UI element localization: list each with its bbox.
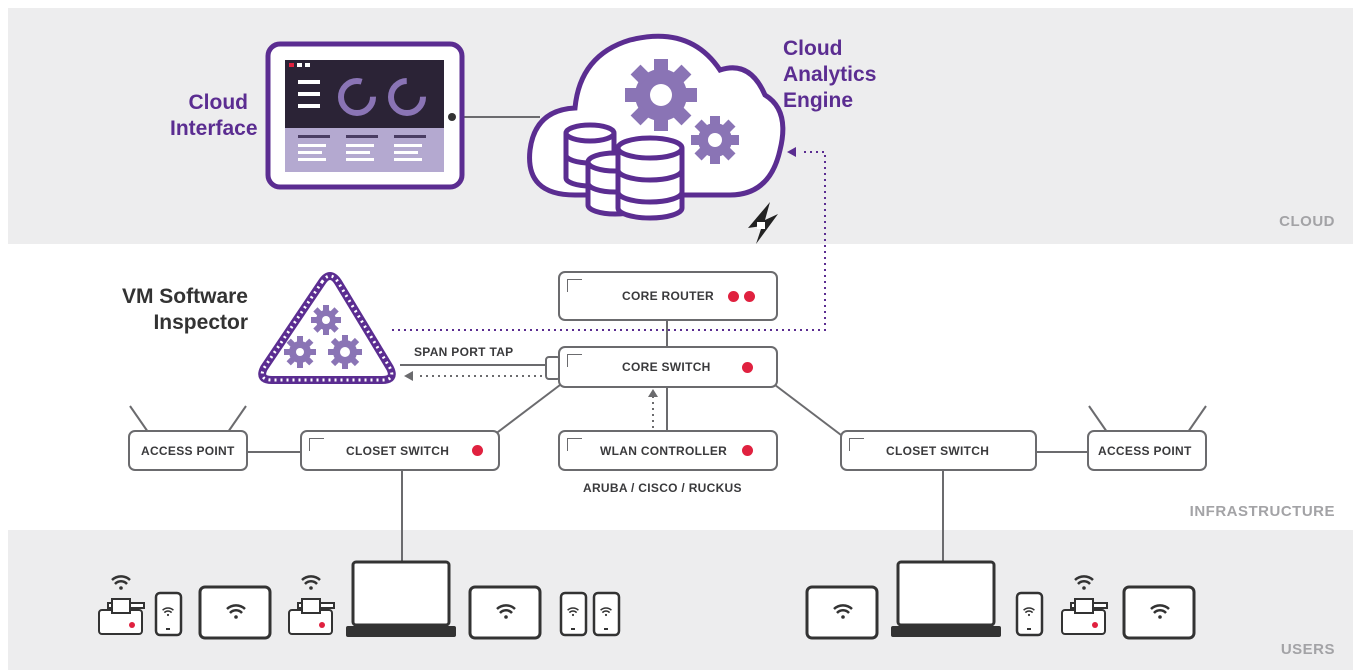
tablet-icon <box>265 41 465 190</box>
wlan-vendors-label: ARUBA / CISCO / RUCKUS <box>583 481 742 495</box>
phone-icon <box>559 591 588 637</box>
closet-switch-left-label: CLOSET SWITCH <box>346 443 450 458</box>
tablet-icon <box>198 585 272 640</box>
core-switch-box[interactable]: CORE SWITCH <box>558 346 778 388</box>
core-switch-label: CORE SWITCH <box>622 360 711 374</box>
laptop-icon <box>891 560 1001 637</box>
database-icon <box>563 122 685 221</box>
inspector-triangle-icon <box>258 272 396 384</box>
cloud-interface-title: Cloud Interface <box>170 90 258 142</box>
closet-switch-left-box[interactable]: CLOSET SWITCH <box>300 430 500 471</box>
cloud-analytics-title-line1: Cloud <box>783 37 843 60</box>
phone-icon <box>592 591 621 637</box>
cloud-interface-title-line1: Cloud <box>188 91 248 114</box>
status-dot <box>472 445 483 456</box>
inspector-cloud-dotted <box>392 151 826 331</box>
closet-switch-right-label: CLOSET SWITCH <box>886 443 990 458</box>
users-zone-label: USERS <box>1280 641 1335 658</box>
access-point-right-box[interactable]: ACCESS POINT <box>1087 430 1207 471</box>
access-point-right-label: ACCESS POINT <box>1098 443 1192 458</box>
status-dot <box>744 291 755 302</box>
vm-inspector-title: VM Software Inspector <box>92 284 248 336</box>
users-devices <box>98 560 1196 640</box>
status-dot <box>742 362 753 373</box>
access-point-left-label: ACCESS POINT <box>141 443 235 458</box>
lightning-lock-icon <box>748 202 778 244</box>
phone-icon <box>154 591 183 637</box>
gear-icon <box>691 116 739 164</box>
printer-icon <box>288 575 335 635</box>
tablet-icon <box>1122 585 1196 640</box>
printer-icon <box>1061 575 1108 635</box>
span-port-tap-label: SPAN PORT TAP <box>414 345 514 359</box>
vm-inspector-title-line2: Inspector <box>153 311 248 334</box>
cloud-analytics-title-line2: Analytics <box>783 63 877 86</box>
cloud-analytics-title-line3: Engine <box>783 89 854 112</box>
laptop-icon <box>346 560 456 637</box>
tablet-icon <box>805 585 879 640</box>
closet-switch-right-box[interactable]: CLOSET SWITCH <box>840 430 1037 471</box>
status-dot <box>742 445 753 456</box>
gear-icon <box>625 59 697 131</box>
tablet-icon <box>468 585 542 640</box>
infrastructure-zone-label: INFRASTRUCTURE <box>1189 503 1335 520</box>
phone-icon <box>1015 591 1044 637</box>
printer-icon <box>98 575 145 635</box>
core-router-label: CORE ROUTER <box>622 289 714 303</box>
core-closet-right-link <box>774 384 846 439</box>
wlan-controller-box[interactable]: WLAN CONTROLLER <box>558 430 778 471</box>
access-point-left-box[interactable]: ACCESS POINT <box>128 430 248 471</box>
wlan-controller-label: WLAN CONTROLLER <box>600 443 728 458</box>
cloud-interface-title-line2: Interface <box>170 117 258 140</box>
cloud-analytics-title: Cloud Analytics Engine <box>783 36 876 114</box>
core-router-box[interactable]: CORE ROUTER <box>558 271 778 321</box>
vm-inspector-title-line1: VM Software <box>121 285 248 308</box>
cloud-zone-label: CLOUD <box>1279 213 1335 230</box>
core-closet-left-link <box>489 384 561 439</box>
status-dot <box>728 291 739 302</box>
